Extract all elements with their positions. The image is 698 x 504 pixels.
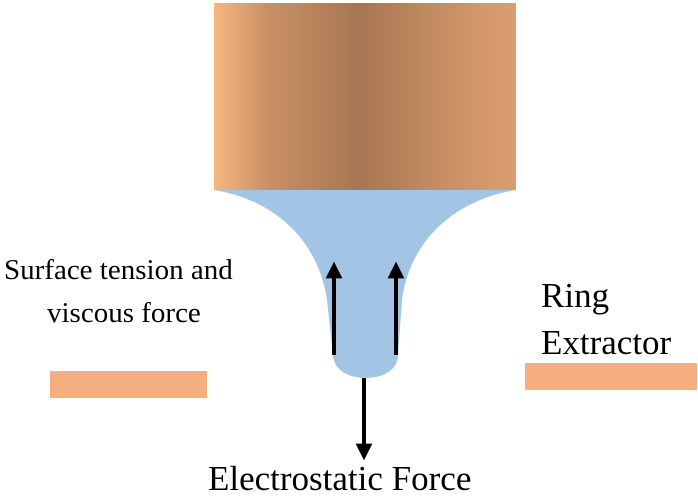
ring-extractor-left-plate <box>50 371 207 398</box>
surface-tension-label-line2: viscous force <box>47 297 201 329</box>
ring-extractor-label-line1: Ring <box>541 276 609 315</box>
surface-tension-label-line1: Surface tension and <box>4 254 233 286</box>
nozzle <box>214 3 516 190</box>
ring-extractor-right-plate <box>525 363 697 390</box>
electrostatic-force-label: Electrostatic Force <box>208 459 471 498</box>
ring-extractor-label-line2: Extractor <box>541 323 672 362</box>
liquid-cone <box>214 190 516 378</box>
